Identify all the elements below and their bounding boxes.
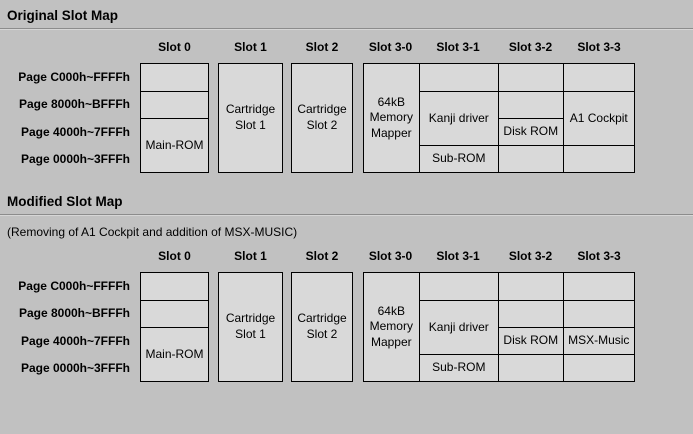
section-divider (0, 214, 693, 216)
column-header-slot-3-2: Slot 3-2 (508, 40, 553, 54)
row-label-page-0000: Page 0000h~3FFFh (20, 361, 130, 376)
cell-main-rom: Main-ROM (141, 327, 208, 381)
original-slot-map-section: Original Slot Map Slot 0 Slot 1 Slot 2 S… (0, 0, 693, 173)
cell-empty (141, 273, 208, 300)
row-label-page-0000: Page 0000h~3FFFh (20, 152, 130, 167)
modified-slot-map-section: Modified Slot Map (Removing of A1 Cockpi… (0, 173, 693, 382)
row-label-page-8000: Page 8000h~BFFFh (18, 306, 130, 321)
row-label-page-8000: Page 8000h~BFFFh (18, 97, 130, 112)
cell-msx-music: MSX-Music (562, 327, 634, 354)
cell-empty (141, 91, 208, 118)
cell-empty (141, 300, 208, 327)
cell-cartridge-slot-2: Cartridge Slot 2 (291, 272, 353, 382)
row-label-page-c000: Page C000h~FFFFh (18, 69, 130, 84)
modified-slot-map: Slot 0 Slot 1 Slot 2 Slot 3-0 Slot 3-1 S… (4, 249, 693, 382)
cell-memory-mapper: 64kB Memory Mapper (369, 94, 413, 140)
cell-empty (498, 91, 563, 118)
cell-empty (498, 273, 563, 300)
cell-empty (562, 354, 634, 381)
cell-empty (418, 64, 498, 91)
section-title: Modified Slot Map (7, 194, 123, 209)
column-header-slot-1: Slot 1 (234, 40, 267, 54)
column-header-slot-3-0: Slot 3-0 (368, 40, 413, 54)
column-header-slot-3-0: Slot 3-0 (368, 249, 413, 263)
cell-empty (498, 354, 563, 381)
slot-3-expanded-grid: 64kB Memory Mapper Kanji driver Sub-ROM … (363, 63, 635, 173)
slot-3-expanded-grid: 64kB Memory Mapper Kanji driver Sub-ROM … (363, 272, 635, 382)
row-label-page-4000: Page 4000h~7FFFh (20, 333, 130, 348)
cell-kanji-driver: Kanji driver (418, 300, 498, 354)
column-header-slot-3-3: Slot 3-3 (577, 249, 621, 263)
column-header-slot-0: Slot 0 (158, 40, 191, 54)
slot-0-column: Main-ROM (140, 63, 209, 173)
column-header-slot-2: Slot 2 (305, 40, 339, 54)
column-header-slot-3-1: Slot 3-1 (436, 40, 480, 54)
column-header-slot-3-2: Slot 3-2 (508, 249, 553, 263)
cell-empty (498, 300, 563, 327)
cell-empty (562, 145, 634, 172)
cell-disk-rom: Disk ROM (498, 327, 563, 354)
slot-0-column: Main-ROM (140, 272, 209, 382)
column-header-slot-3-1: Slot 3-1 (436, 249, 480, 263)
cell-main-rom: Main-ROM (141, 118, 208, 172)
cell-empty (418, 273, 498, 300)
cell-cartridge-slot-1: Cartridge Slot 1 (218, 63, 283, 173)
section-title: Original Slot Map (7, 8, 119, 23)
cell-empty (498, 64, 563, 91)
cell-cartridge-slot-2: Cartridge Slot 2 (291, 63, 353, 173)
cell-empty (498, 145, 563, 172)
cell-memory-mapper: 64kB Memory Mapper (369, 303, 413, 349)
cell-kanji-driver: Kanji driver (418, 91, 498, 145)
row-label-page-4000: Page 4000h~7FFFh (20, 124, 130, 139)
section-subtitle: (Removing of A1 Cockpit and addition of … (7, 225, 298, 239)
cell-a1-cockpit: A1 Cockpit (562, 91, 634, 145)
column-header-slot-2: Slot 2 (305, 249, 339, 263)
cell-empty (141, 64, 208, 91)
section-divider (0, 28, 693, 30)
cell-cartridge-slot-1: Cartridge Slot 1 (218, 272, 283, 382)
cell-empty (562, 64, 634, 91)
column-header-slot-1: Slot 1 (234, 249, 267, 263)
column-header-slot-3-3: Slot 3-3 (577, 40, 621, 54)
cell-empty (562, 273, 634, 300)
cell-sub-rom: Sub-ROM (418, 145, 498, 172)
cell-disk-rom: Disk ROM (498, 118, 563, 145)
original-slot-map: Slot 0 Slot 1 Slot 2 Slot 3-0 Slot 3-1 S… (4, 40, 693, 173)
cell-empty (562, 300, 634, 327)
row-label-page-c000: Page C000h~FFFFh (18, 278, 130, 293)
column-header-slot-0: Slot 0 (158, 249, 191, 263)
cell-sub-rom: Sub-ROM (418, 354, 498, 381)
